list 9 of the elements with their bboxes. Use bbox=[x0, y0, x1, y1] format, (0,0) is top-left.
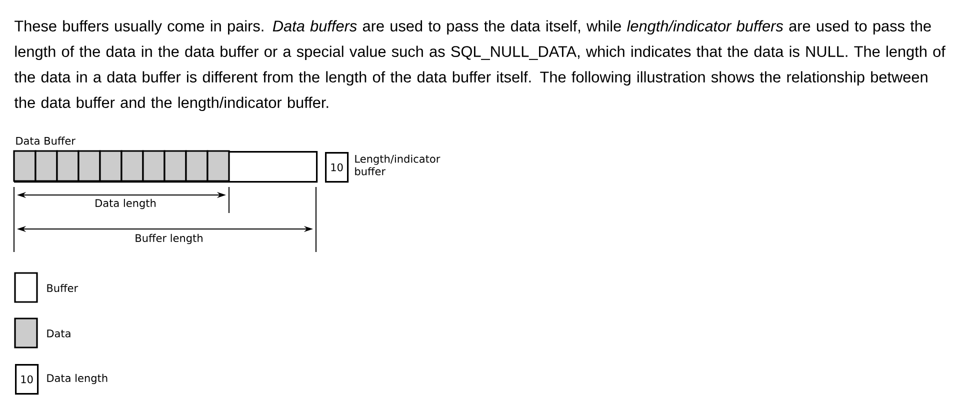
dimension-label: Buffer length bbox=[136, 234, 202, 244]
dimension-label: Data length bbox=[96, 198, 156, 210]
paragraph: These buffers usually come in pairs. Data buffers are used to pass the data itself, while length/indicator buffers are used to pass the length of the data in the data buffer or a special value such as SQL_NULL_DATA, which indicates that the data is NULL. The length of the data in a data buffer is different from the length of the data buffer itself. The following illustration shows the relationship between the data buffer and the length/indicator buffer. bbox=[14, 20, 946, 112]
indicator-box: 10 bbox=[325, 152, 349, 183]
buffer-heading: Data Buffer bbox=[16, 136, 76, 145]
legend-label: Buffer bbox=[47, 284, 78, 292]
legend-label: Data bbox=[47, 330, 70, 338]
legend-label: Data length bbox=[47, 374, 108, 384]
indicator-caption: Length/indicator buffer bbox=[355, 154, 440, 176]
